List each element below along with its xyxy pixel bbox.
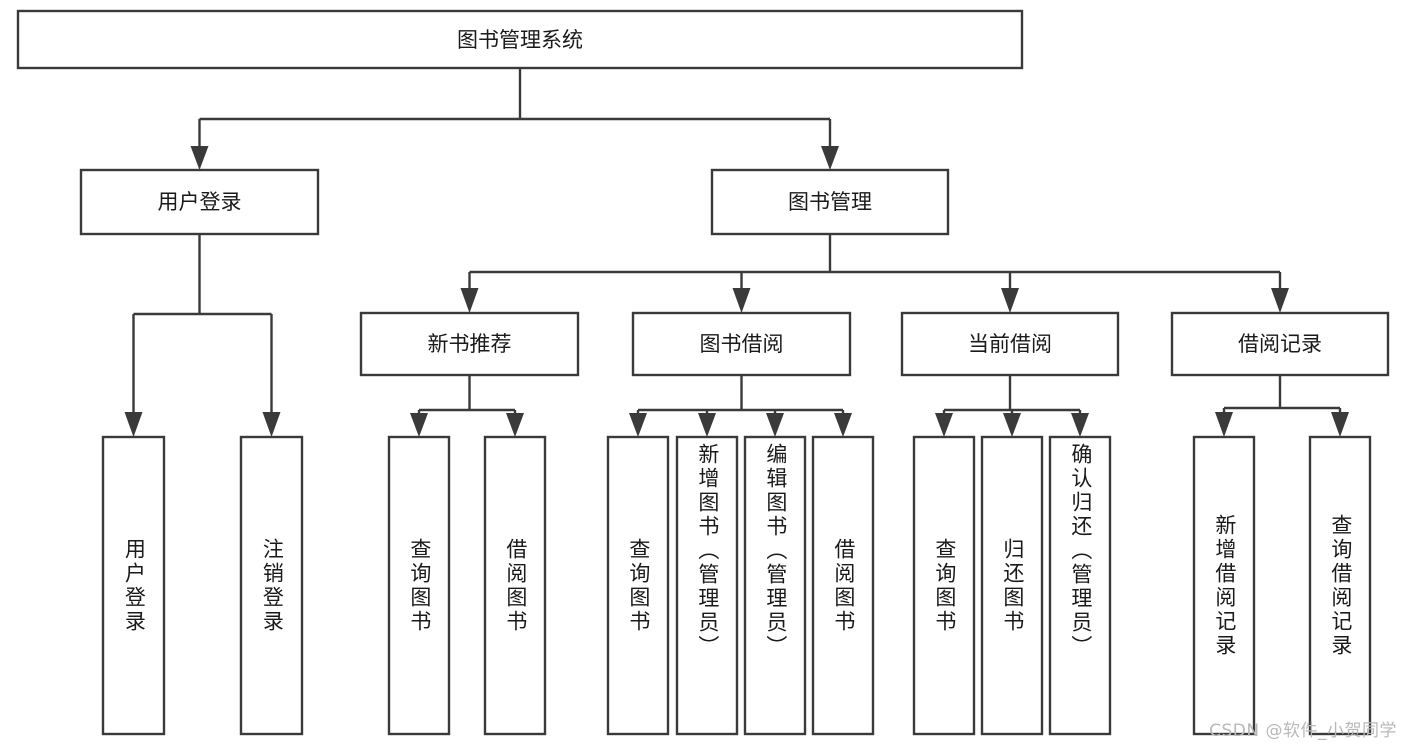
node-book-manage[interactable]: 图书管理 [710, 168, 950, 236]
leaf-rect-query-book-recommend[interactable] [387, 435, 451, 736]
node-current-borrow[interactable]: 当前借阅 [900, 311, 1120, 377]
leaf-rect-confirm-return-admin[interactable] [1048, 435, 1112, 736]
node-borrow-record-label: 借阅记录 [1238, 332, 1322, 356]
leaf-rect-query-book-current[interactable] [912, 435, 976, 736]
node-user-login-rect[interactable] [79, 168, 320, 236]
arrow-head-icon [935, 413, 953, 437]
node-current-borrow-label: 当前借阅 [968, 332, 1052, 356]
edge-layer [124, 68, 1349, 437]
arrow-head-icon [766, 413, 784, 437]
leaf-rect-return-book[interactable] [980, 435, 1044, 736]
arrow-head-icon [1271, 288, 1289, 313]
leaf-rect-user-login[interactable] [101, 435, 166, 736]
node-root[interactable]: 图书管理系统 [16, 9, 1024, 70]
node-current-borrow-rect[interactable] [900, 311, 1120, 377]
arrow-head-icon [1331, 412, 1349, 437]
node-root-label: 图书管理系统 [457, 28, 583, 52]
node-user-login[interactable]: 用户登录 [79, 168, 320, 236]
node-book-manage-label: 图书管理 [788, 190, 872, 214]
arrow-head-icon [190, 146, 209, 170]
arrow-head-icon [821, 146, 839, 170]
arrow-head-icon [834, 413, 852, 437]
arrow-head-icon [732, 288, 751, 313]
node-book-manage-rect[interactable] [710, 168, 950, 236]
arrow-head-icon [262, 412, 281, 437]
node-book-borrow-label: 图书借阅 [700, 332, 784, 356]
leaf-rect-edit-book-admin[interactable] [743, 435, 807, 736]
leaf-rect-borrow-book[interactable] [811, 435, 875, 736]
watermark-text: CSDN @软件_小贺同学 [1209, 721, 1397, 741]
arrow-head-icon [1071, 413, 1089, 437]
leaf-rect-query-book-borrow[interactable] [606, 435, 670, 736]
node-root-rect[interactable] [16, 9, 1024, 70]
leaf-rect-query-borrow-record[interactable] [1308, 435, 1372, 736]
node-new-book-recommend-label: 新书推荐 [428, 332, 512, 356]
leaf-rect-layer [101, 435, 1372, 736]
node-new-book-recommend[interactable]: 新书推荐 [359, 311, 580, 377]
leaf-rect-borrow-book-recommend[interactable] [483, 435, 547, 736]
leaf-rect-logout-login[interactable] [239, 435, 304, 736]
node-borrow-record-rect[interactable] [1170, 311, 1390, 377]
node-book-borrow-rect[interactable] [631, 311, 852, 377]
arrow-head-icon [460, 288, 479, 313]
node-new-book-recommend-rect[interactable] [359, 311, 580, 377]
arrow-head-icon [629, 413, 647, 437]
arrow-head-icon [1001, 288, 1019, 313]
arrow-head-icon [1003, 413, 1021, 437]
node-book-borrow[interactable]: 图书借阅 [631, 311, 852, 377]
arrow-head-icon [1215, 412, 1233, 437]
node-layer: 图书管理系统 用户登录 图书管理 新书推荐 图书借阅 当前 [16, 9, 1390, 736]
node-user-login-label: 用户登录 [158, 190, 242, 214]
leaf-rect-add-book-admin[interactable] [675, 435, 739, 736]
arrow-head-icon [698, 413, 716, 437]
node-borrow-record[interactable]: 借阅记录 [1170, 311, 1390, 377]
leaf-rect-add-borrow-record[interactable] [1192, 435, 1256, 736]
arrow-head-icon [124, 412, 143, 437]
arrow-head-icon [506, 413, 524, 437]
arrow-head-icon [410, 413, 428, 437]
